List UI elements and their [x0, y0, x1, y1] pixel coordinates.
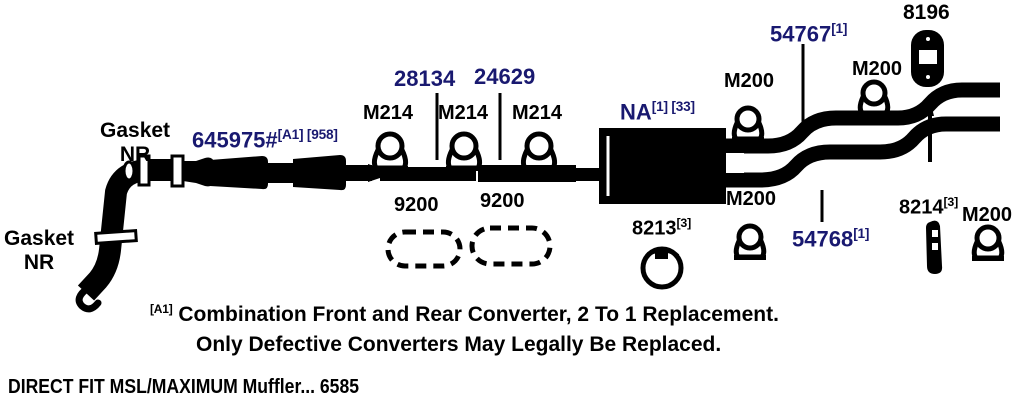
gasket-flange-lower	[94, 229, 138, 245]
label-hanger-m200-1: M200	[724, 71, 774, 91]
hanger-rod-spike	[926, 100, 934, 162]
bracket-8196-shape	[911, 30, 944, 87]
bracket-8214-sup: [3]	[943, 195, 959, 209]
label-hanger-m200-3: M200	[852, 59, 902, 79]
label-tailpipe-54768: 54768[1]	[792, 227, 869, 250]
note-line-2: Only Defective Converters May Legally Be…	[196, 333, 722, 357]
tailpipe-54768-sup: [1]	[853, 226, 870, 241]
hanger-m200-2-shape	[733, 223, 767, 260]
label-hanger-m200-4: M200	[962, 205, 1012, 225]
gasket-nr-upper-line1: Gasket	[100, 119, 171, 142]
catalytic-converter-shape	[170, 154, 380, 191]
gasket-nr-upper-line2: NR	[119, 143, 151, 166]
hanger-m200-1-shape	[731, 105, 765, 142]
label-clamp-m214-1: M214	[363, 103, 413, 123]
note-line-1: [A1] Combination Front and Rear Converte…	[150, 302, 779, 327]
clamp-8213-shape	[640, 246, 684, 290]
gasket-nr-lower-line1: Gasket	[4, 227, 75, 250]
muffler-outlet-slits	[726, 153, 744, 173]
clamp-8213-sup: [3]	[676, 216, 692, 230]
bracket-8214-shape	[926, 220, 943, 274]
clamp-m214-3-shape	[520, 131, 558, 171]
clamp-8213-text: 8213	[632, 217, 677, 240]
gasket-donut-upper	[122, 160, 136, 182]
note-marker: [A1]	[150, 302, 173, 316]
converter-assembly-sup: [A1] [958]	[277, 127, 338, 142]
tailpipe-54767-shape	[726, 82, 1000, 154]
leader-lines	[435, 44, 824, 222]
footer-text: DIRECT FIT MSL/MAXIMUM Muffler... 6585	[8, 376, 360, 398]
label-clamp-m214-2: M214	[438, 103, 488, 123]
clamp-m214-1-shape	[371, 131, 409, 171]
note-block: [A1] Combination Front and Rear Converte…	[150, 302, 779, 357]
label-converter-assembly: 645975#[A1] [958]	[192, 128, 338, 151]
tailpipe-54768-shape	[726, 116, 1000, 188]
muffler-na-sup: [1] [33]	[651, 99, 695, 114]
label-pipe-24629: 24629	[474, 66, 535, 88]
clamp-m214-2-text: M214	[438, 102, 489, 124]
muffler-shape	[599, 128, 726, 204]
label-resonator-9200-1: 9200	[394, 195, 439, 215]
label-gasket-nr-upper: Gasket NR	[100, 120, 170, 165]
hanger-m200-3-text: M200	[852, 58, 903, 80]
pipe-24629-number: 24629	[474, 64, 536, 89]
label-bracket-8214: 8214[3]	[899, 196, 958, 218]
note-line-1-text: Combination Front and Rear Converter, 2 …	[178, 303, 779, 326]
label-hanger-m200-2: M200	[726, 189, 776, 209]
clamp-m214-1-text: M214	[363, 102, 414, 124]
bracket-8196-text: 8196	[903, 1, 950, 24]
tailpipe-54768-number: 54768	[792, 226, 854, 252]
tailpipe-54767-sup: [1]	[831, 21, 848, 36]
resonator-9200-1-text: 9200	[394, 194, 439, 216]
muffler-na-text: NA	[620, 99, 652, 125]
label-clamp-8213: 8213[3]	[632, 217, 691, 239]
label-tailpipe-54767: 54767[1]	[770, 22, 847, 45]
bracket-8214-text: 8214	[899, 196, 944, 219]
clamp-m214-3-text: M214	[512, 102, 563, 124]
label-muffler-na: NA[1] [33]	[620, 100, 695, 123]
label-bracket-8196: 8196	[903, 2, 950, 23]
hanger-m200-3-shape	[857, 79, 891, 116]
label-gasket-nr-lower: Gasket NR	[4, 228, 74, 273]
gasket-nr-lower-line2: NR	[23, 251, 55, 274]
hanger-m200-4-shape	[971, 224, 1005, 261]
label-resonator-9200-2: 9200	[480, 191, 525, 211]
label-pipe-28134: 28134	[394, 68, 455, 90]
hanger-m200-2-text: M200	[726, 188, 777, 210]
label-clamp-m214-3: M214	[512, 103, 562, 123]
hanger-m200-4-text: M200	[962, 204, 1013, 226]
gasket-flange-upper	[137, 154, 151, 187]
converter-assembly-number: 645975#	[192, 127, 278, 153]
tailpipe-54767-number: 54767	[770, 21, 832, 47]
hanger-m200-1-text: M200	[724, 70, 775, 92]
muffler-inlet-pipe-shape	[576, 168, 604, 181]
resonator-9200-2-text: 9200	[480, 190, 525, 212]
clamp-m214-2-shape	[445, 131, 483, 171]
resonator-9200-1-shape	[385, 229, 463, 269]
resonator-9200-2-shape	[469, 225, 553, 267]
pipe-28134-number: 28134	[394, 66, 456, 91]
